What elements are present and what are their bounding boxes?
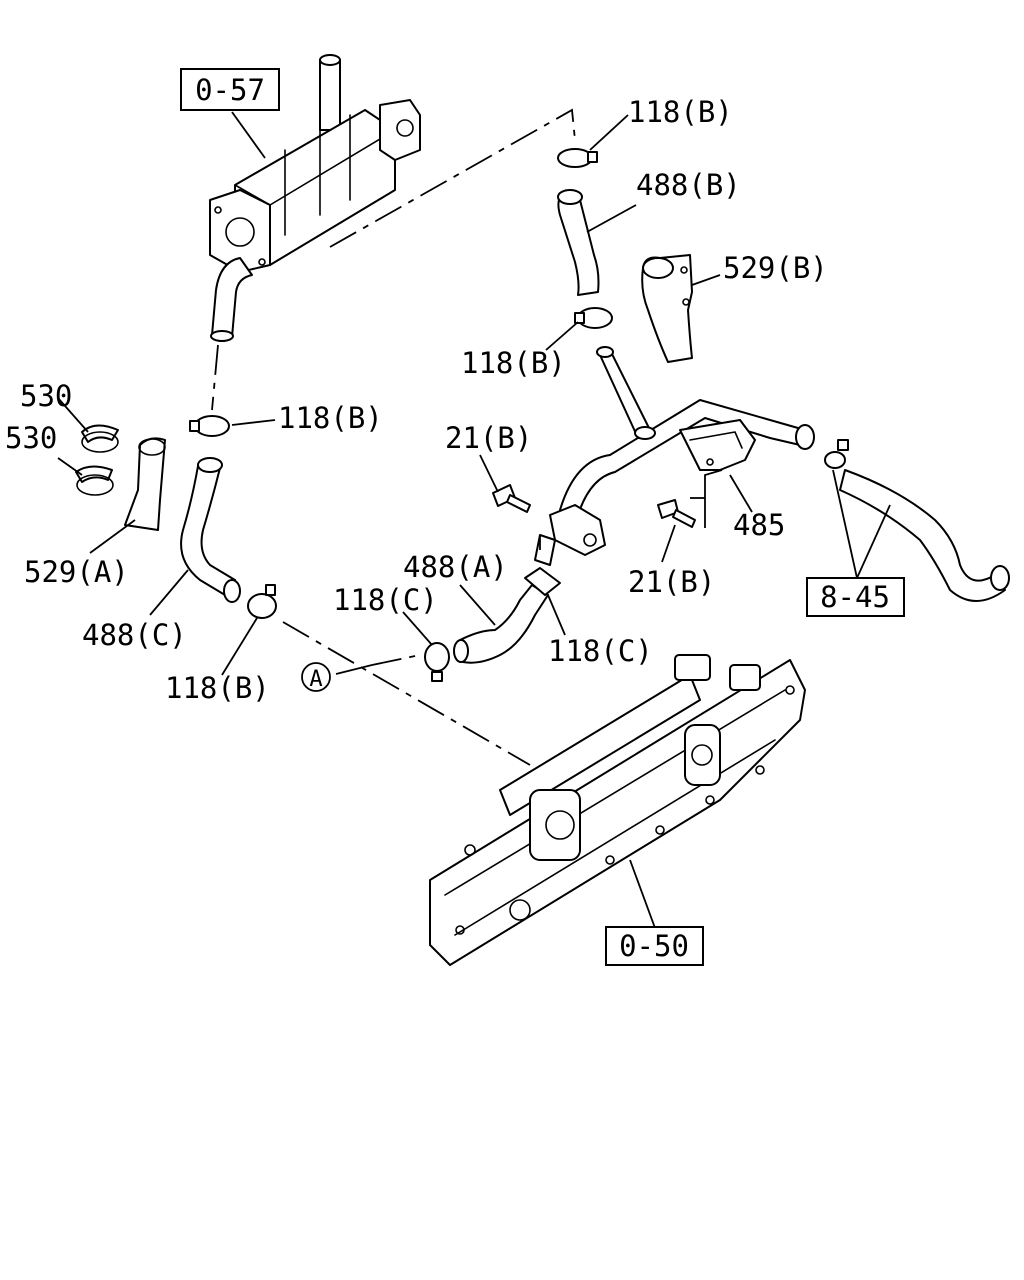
callout-118c-right[interactable]: 118(C) bbox=[548, 634, 653, 668]
bolt-21b-right-illustration bbox=[657, 499, 696, 528]
connection-line-marker bbox=[371, 654, 421, 666]
callout-529b[interactable]: 529(B) bbox=[723, 251, 828, 285]
bolt-21b-left-illustration bbox=[492, 484, 531, 513]
connection-line-clamp-to-block bbox=[282, 621, 531, 766]
clamp-118b-top bbox=[557, 148, 598, 168]
water-pipe-illustration bbox=[534, 346, 815, 566]
hose-488c-illustration bbox=[180, 457, 241, 603]
cover-529a-illustration bbox=[124, 437, 166, 531]
callout-485[interactable]: 485 bbox=[733, 508, 785, 542]
marker-a-label: A bbox=[309, 667, 322, 692]
callout-488a[interactable]: 488(A) bbox=[403, 550, 508, 584]
cover-529b-illustration bbox=[641, 254, 693, 363]
clamp-118c-left bbox=[424, 642, 450, 682]
cylinder-block-illustration bbox=[429, 654, 806, 966]
callout-530-upper[interactable]: 530 bbox=[20, 379, 72, 413]
clip-530-lower-illustration bbox=[75, 465, 114, 496]
callout-118b-mid[interactable]: 118(B) bbox=[461, 346, 566, 380]
callout-118b-bottom[interactable]: 118(B) bbox=[165, 671, 270, 705]
callout-530-lower[interactable]: 530 bbox=[5, 421, 57, 455]
ref-egr-cooler-label: 0-57 bbox=[195, 73, 265, 107]
callout-529a[interactable]: 529(A) bbox=[24, 555, 129, 589]
clip-530-upper-illustration bbox=[81, 424, 119, 453]
connection-line-egr-to-pipe bbox=[329, 108, 576, 248]
ref-other-group-label: 8-45 bbox=[820, 580, 890, 614]
callout-488c[interactable]: 488(C) bbox=[82, 618, 187, 652]
ref-cylinder-block-label: 0-50 bbox=[619, 929, 689, 963]
marker-a: A bbox=[301, 662, 331, 692]
callout-118c-left[interactable]: 118(C) bbox=[333, 583, 438, 617]
leader-lines bbox=[57, 111, 891, 929]
callout-21b-right[interactable]: 21(B) bbox=[628, 565, 715, 599]
clamp-118b-mid bbox=[574, 307, 613, 329]
ref-box-egr-cooler[interactable]: 0-57 bbox=[180, 68, 280, 111]
clamp-118c-right bbox=[524, 567, 561, 596]
egr-cooler-illustration bbox=[209, 54, 421, 342]
clamp-118b-bottom bbox=[247, 584, 277, 619]
callout-118b-top[interactable]: 118(B) bbox=[628, 95, 733, 129]
callout-488b[interactable]: 488(B) bbox=[636, 168, 741, 202]
hose-8-45-illustration bbox=[824, 439, 1010, 602]
ref-box-cylinder-block[interactable]: 0-50 bbox=[605, 926, 704, 966]
hose-488a-illustration bbox=[453, 584, 549, 664]
ref-box-other-group[interactable]: 8-45 bbox=[806, 577, 905, 617]
clamp-118b-left bbox=[189, 415, 230, 437]
callout-118b-left[interactable]: 118(B) bbox=[278, 401, 383, 435]
connection-line-egr-to-hose bbox=[211, 344, 219, 411]
hose-488b-illustration bbox=[557, 189, 600, 296]
callout-21b-left[interactable]: 21(B) bbox=[445, 421, 532, 455]
